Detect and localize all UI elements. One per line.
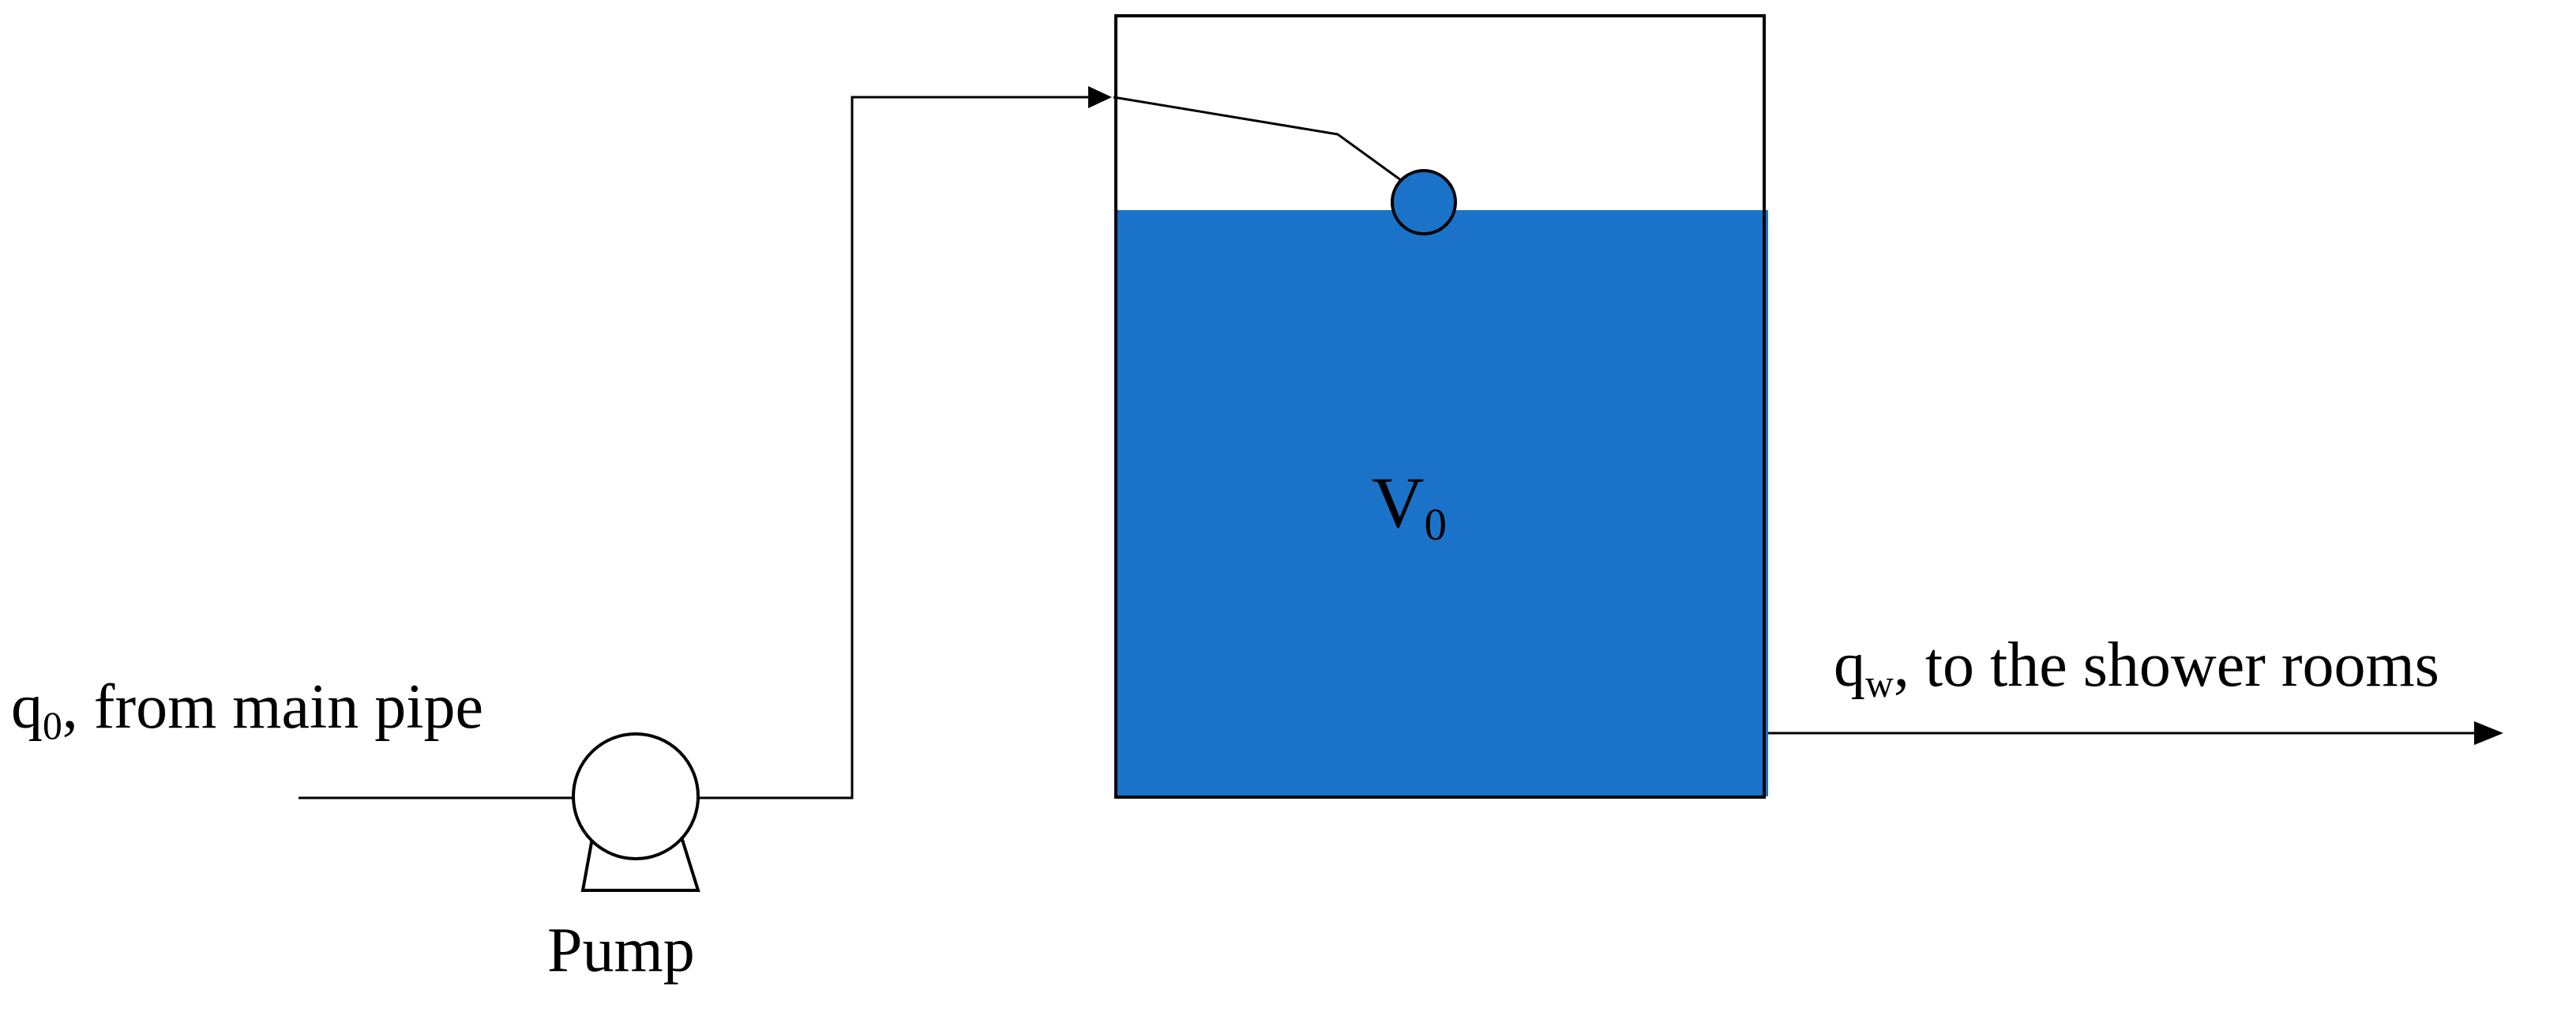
outlet-arrowhead — [2474, 721, 2503, 745]
inlet-flow-label: q0, from main pipe — [11, 672, 483, 745]
inlet-symbol: q — [11, 672, 43, 742]
supply-pipe — [698, 96, 1088, 799]
volume-symbol: V — [1372, 462, 1425, 543]
pump-icon — [572, 732, 700, 892]
float-valve-icon — [1391, 169, 1457, 235]
supply-arrowhead — [1088, 86, 1112, 108]
tank-water — [1116, 210, 1768, 796]
outlet-text: , to the shower rooms — [1893, 630, 2439, 700]
outlet-subscript: w — [1865, 661, 1894, 705]
tank-volume-label: V0 — [1372, 466, 1447, 547]
pump-label: Pump — [547, 916, 695, 985]
volume-subscript: 0 — [1424, 499, 1447, 550]
tank-outline — [1114, 14, 1766, 799]
inlet-text: , from main pipe — [62, 672, 483, 742]
outlet-flow-label: qw, to the shower rooms — [1834, 634, 2439, 703]
inlet-subscript: 0 — [43, 703, 62, 747]
float-linkage — [1113, 96, 1402, 182]
outlet-symbol: q — [1834, 630, 1865, 700]
